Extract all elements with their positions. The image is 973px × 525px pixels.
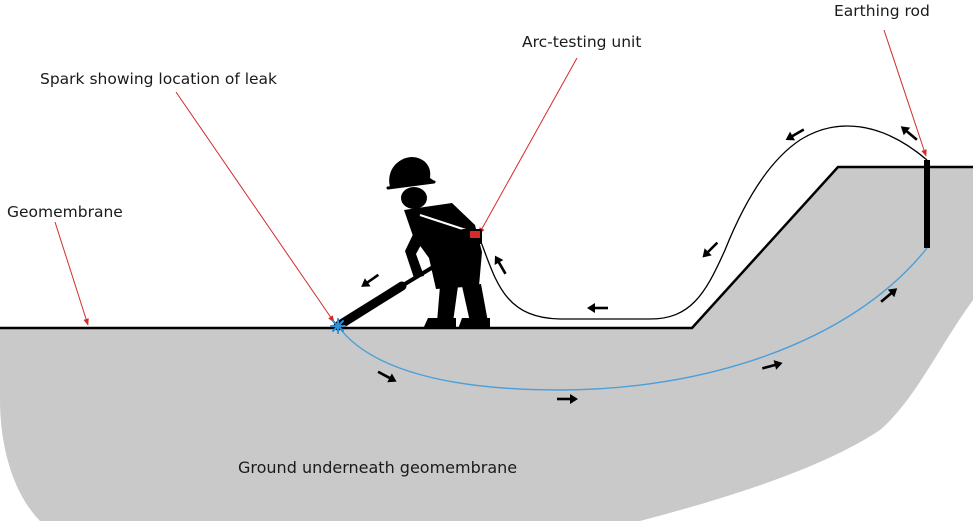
- arrow-icon: [587, 303, 608, 313]
- arrow-icon: [702, 241, 719, 258]
- ground-current-path: [337, 247, 928, 391]
- pointer-spark: [175, 91, 335, 323]
- arrow-icon: [761, 360, 783, 370]
- label-earthing-rod: Earthing rod: [834, 2, 930, 20]
- label-ground: Ground underneath geomembrane: [238, 458, 518, 477]
- arrow-icon: [880, 288, 898, 303]
- arrow-icon: [785, 128, 805, 141]
- earthing-rod: [924, 160, 930, 248]
- pointer-earthing-rod: [883, 29, 927, 157]
- arrow-icon: [377, 370, 397, 383]
- pointer-arc-testing-unit: [478, 57, 578, 235]
- membrane-current-path: [476, 125, 928, 320]
- spark-star-icon: [330, 318, 346, 334]
- ground-area: [0, 167, 973, 521]
- geomembrane-line: [0, 165, 973, 330]
- pointer-geomembrane: [54, 221, 89, 326]
- arrow-icon: [494, 255, 507, 275]
- arrow-icon: [900, 126, 918, 141]
- worker-with-hard-hat-icon: [333, 157, 490, 331]
- arrow-icon: [557, 394, 578, 404]
- label-spark: Spark showing location of leak: [40, 70, 278, 88]
- label-geomembrane: Geomembrane: [7, 203, 123, 221]
- label-arc-testing-unit: Arc-testing unit: [522, 33, 642, 51]
- arrow-icon: [361, 273, 380, 287]
